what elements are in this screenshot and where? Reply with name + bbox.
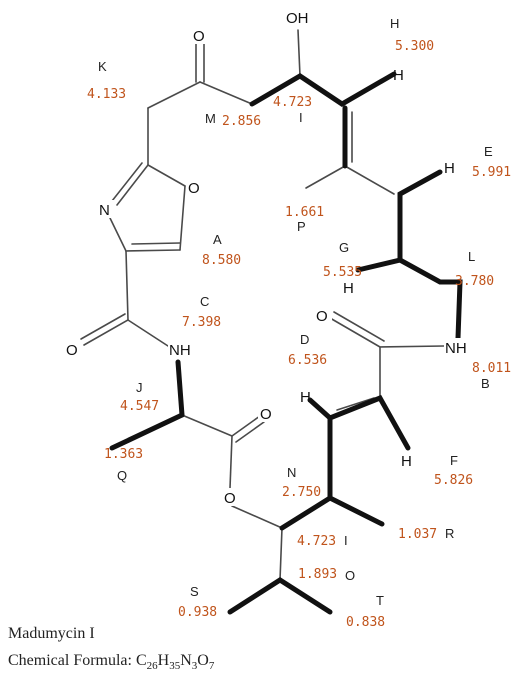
shift-c: 7.398 xyxy=(182,315,221,330)
formula-n: N xyxy=(180,652,192,669)
compound-name: Madumycin I xyxy=(8,625,95,642)
shift-p: 1.661 xyxy=(285,205,324,220)
proton-letters: K M I H E P G L A C D B J Q F N I R O S … xyxy=(98,16,493,608)
shift-n: 2.750 xyxy=(282,485,321,500)
atom-label-ester-carbonyl-oxygen: O xyxy=(260,406,272,423)
shift-m: 2.856 xyxy=(222,114,261,129)
proton-letter-m: M xyxy=(205,111,216,126)
formula-prefix: Chemical Formula: xyxy=(8,652,136,669)
formula-h-count: 35 xyxy=(169,660,181,673)
shift-t: 0.838 xyxy=(346,615,385,630)
atom-label-h-d: H xyxy=(300,389,311,406)
proton-letter-c: C xyxy=(200,294,209,309)
thin-bonds xyxy=(80,29,445,581)
shift-d: 6.536 xyxy=(288,353,327,368)
proton-letter-d: D xyxy=(300,332,309,347)
shift-h: 5.300 xyxy=(395,39,434,54)
proton-letter-j: J xyxy=(136,380,143,395)
atom-label-h-e: H xyxy=(444,160,455,177)
proton-letter-r: R xyxy=(445,526,454,541)
formula-o-count: 7 xyxy=(208,660,215,673)
proton-letter-i-lower: I xyxy=(344,533,348,548)
shift-g: 5.535 xyxy=(323,265,362,280)
proton-letter-h: H xyxy=(390,16,399,31)
proton-letter-n: N xyxy=(287,465,296,480)
shift-e: 5.991 xyxy=(472,165,511,180)
proton-letter-l: L xyxy=(468,249,475,264)
formula-c: C xyxy=(135,652,147,669)
atom-label-ketone-oxygen: O xyxy=(193,28,205,45)
shift-f: 5.826 xyxy=(434,473,473,488)
shift-r: 1.037 xyxy=(398,527,437,542)
proton-letter-s: S xyxy=(190,584,199,599)
atom-label-hydroxyl: OH xyxy=(286,10,309,27)
proton-letter-b: B xyxy=(481,376,490,391)
shift-q: 1.363 xyxy=(104,447,143,462)
formula-n-count: 3 xyxy=(191,660,198,673)
chemical-formula: Chemical Formula: C26H35N3O7 xyxy=(8,647,214,680)
shift-j: 4.547 xyxy=(120,399,159,414)
proton-letter-q: Q xyxy=(117,468,127,483)
proton-letter-a: A xyxy=(213,232,222,247)
atom-label-h-g: H xyxy=(343,280,354,297)
atom-label-h-h: H xyxy=(393,67,404,84)
shift-s: 0.938 xyxy=(178,605,217,620)
shift-l: 3.780 xyxy=(455,274,494,289)
atom-label-oxazole-oxygen: O xyxy=(188,180,200,197)
proton-letter-f: F xyxy=(450,453,458,468)
bold-bonds xyxy=(109,71,463,615)
shift-b: 8.011 xyxy=(472,361,511,376)
compound-caption: Madumycin I Chemical Formula: C26H35N3O7 xyxy=(8,620,214,680)
shift-i-lower: 4.723 xyxy=(297,534,336,549)
atom-label-h-f: H xyxy=(401,453,412,470)
atom-label-amide-oxygen-d: O xyxy=(316,308,328,325)
formula-c-count: 26 xyxy=(146,660,158,673)
atom-label-amide-nh-b: NH xyxy=(445,340,467,357)
proton-letter-k: K xyxy=(98,59,107,74)
formula-h: H xyxy=(157,652,170,669)
atom-labels: O OH N O O NH O NH O O H H H H H xyxy=(64,8,468,507)
atom-label-amide-oxygen-c: O xyxy=(66,342,78,359)
proton-letter-o: O xyxy=(345,568,355,583)
proton-letter-t: T xyxy=(376,593,384,608)
proton-letter-i-upper: I xyxy=(299,110,303,125)
atom-label-ester-oxygen: O xyxy=(224,490,236,507)
formula-o: O xyxy=(197,652,209,669)
shift-o: 1.893 xyxy=(298,567,337,582)
shift-a: 8.580 xyxy=(202,253,241,268)
proton-letter-g: G xyxy=(339,240,349,255)
proton-letter-p: P xyxy=(297,219,306,234)
atom-label-oxazole-nitrogen: N xyxy=(99,202,110,219)
chemical-shifts: 4.133 2.856 4.723 5.300 5.991 1.661 5.53… xyxy=(87,39,511,630)
atom-label-amide-nh-c: NH xyxy=(169,342,191,359)
proton-letter-e: E xyxy=(484,144,493,159)
shift-k: 4.133 xyxy=(87,87,126,102)
shift-i-upper: 4.723 xyxy=(273,95,312,110)
